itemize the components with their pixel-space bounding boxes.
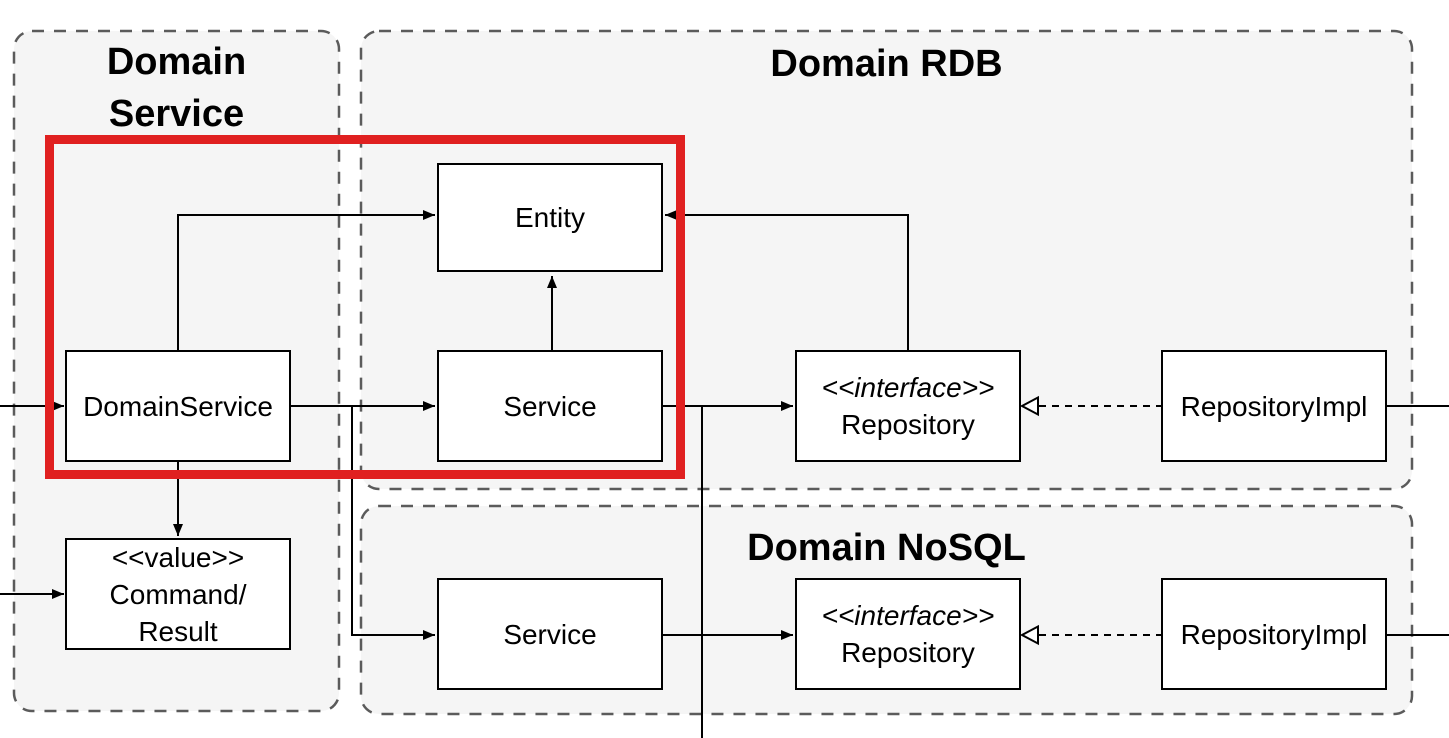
edge-domainservice-to-entity	[177, 210, 435, 350]
node-command-result: <<value>> Command/ Result	[65, 538, 291, 650]
node-domain-service: DomainService	[65, 350, 291, 462]
node-command-result-label-2: Result	[138, 615, 218, 647]
node-entity: Entity	[437, 163, 663, 272]
node-repository-interface-nosql: <<interface>> Repository	[795, 578, 1021, 690]
node-repository-impl-nosql: RepositoryImpl	[1161, 578, 1387, 690]
realization-arrowhead-nosql	[1019, 624, 1039, 646]
edge-branch-to-nosql-service	[351, 407, 435, 640]
node-repository-impl-rdb: RepositoryImpl	[1161, 350, 1387, 462]
node-repository-nosql-label: Repository	[841, 637, 975, 668]
node-repository-interface-rdb: <<interface>> Repository	[795, 350, 1021, 462]
node-service-nosql-label: Service	[503, 618, 597, 650]
node-command-result-label-1: Command/	[109, 578, 247, 610]
node-repository-nosql-stereotype: <<interface>>	[821, 600, 995, 631]
realization-arrowhead-rdb	[1019, 395, 1039, 417]
node-repository-rdb-label: Repository	[841, 409, 975, 440]
node-repository-impl-rdb-label: RepositoryImpl	[1180, 390, 1368, 422]
node-entity-label: Entity	[514, 202, 586, 233]
node-service-rdb-label: Service	[503, 390, 597, 422]
node-service-nosql: Service	[437, 578, 663, 690]
node-repository-rdb-stereotype: <<interface>>	[821, 372, 995, 403]
edge-repository-to-entity	[665, 210, 909, 350]
node-command-result-stereotype: <<value>>	[111, 541, 245, 573]
node-repository-impl-nosql-label: RepositoryImpl	[1180, 618, 1368, 650]
node-service-rdb: Service	[437, 350, 663, 462]
node-domain-service-label: DomainService	[83, 390, 273, 422]
